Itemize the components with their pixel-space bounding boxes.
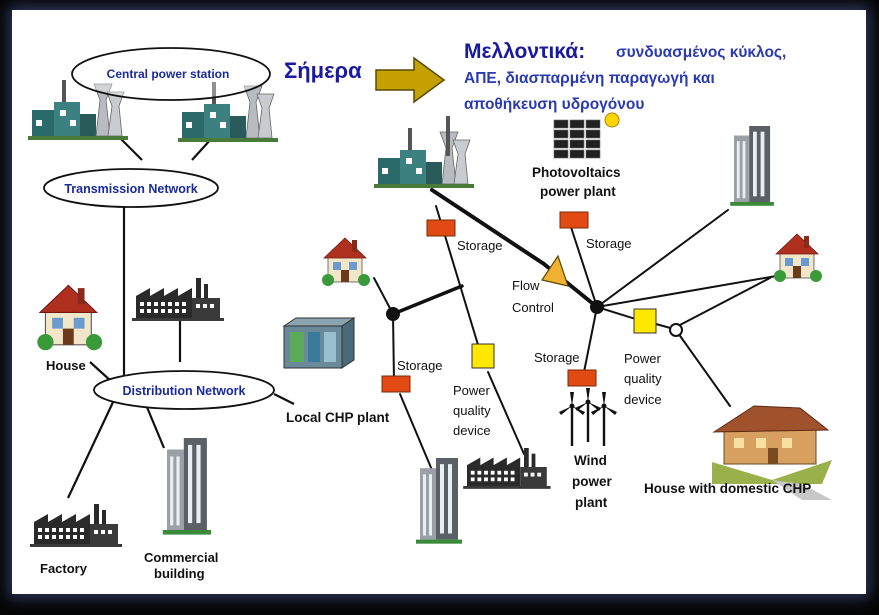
factory-bottom-right (463, 448, 551, 489)
storage-boxes (381, 211, 597, 393)
local-chp-label: Local CHP plant (286, 410, 390, 425)
wind-label-1: Wind (574, 453, 607, 468)
pq-left-1: Power (453, 383, 491, 398)
factory-upper (132, 278, 224, 321)
power-quality-devices (471, 308, 657, 369)
commercial-building: Commercial building (144, 438, 218, 581)
sun-icon (604, 112, 620, 128)
house-domestic-chp (712, 405, 832, 500)
central-power-station: Central power station (27, 47, 279, 143)
right-arrow-icon (375, 56, 446, 104)
pq-box-left (471, 343, 495, 369)
storage-label-chp: Storage (397, 358, 443, 373)
house-left: House (36, 284, 103, 373)
house-right (773, 233, 823, 283)
storage-box-wind (567, 369, 597, 387)
pq-right-2: quality (624, 371, 662, 386)
pq-left-2: quality (453, 403, 491, 418)
factory-label: Factory (40, 561, 88, 576)
distribution-network: Distribution Network (93, 370, 275, 410)
photovoltaics-panels (553, 112, 620, 159)
pv-label-1: Photovoltaics (532, 165, 621, 180)
wind-label-3: plant (575, 495, 608, 510)
wind-label-2: power (572, 474, 613, 489)
pv-label-2: power plant (540, 184, 616, 199)
storage-box-pv (559, 211, 589, 229)
future-line-2: ΑΠΕ, διασπαρμένη παραγωγή και (464, 70, 715, 87)
house-chp-label: House with domestic CHP (644, 481, 811, 496)
central-station-label: Central power station (107, 67, 230, 81)
local-chp-plant (282, 317, 356, 369)
storage-label-wind: Storage (534, 350, 580, 365)
factory-bottom: Factory (30, 504, 122, 576)
power-network-diagram: Central power station Transmission Netwo… (27, 40, 832, 581)
today-label: Σήμερα (284, 58, 362, 83)
house-mid-left (321, 237, 371, 287)
pq-left-3: device (453, 423, 491, 438)
tower-top-right (730, 126, 774, 206)
storage-label-top: Storage (457, 238, 503, 253)
diagram-frame: Central power station Transmission Netwo… (12, 10, 866, 594)
distribution-label: Distribution Network (123, 384, 246, 398)
commercial-label-line1: Commercial (144, 550, 218, 565)
flow-control-icon (541, 254, 569, 287)
flow-label-1: Flow (512, 278, 540, 293)
wind-turbines (559, 388, 617, 446)
pq-box-right (633, 308, 657, 334)
future-line-1: συνδυασμένος κύκλος, (616, 44, 786, 61)
future-line-3: αποθήκευση υδρογόνου (464, 96, 644, 113)
junction-nodes (386, 300, 683, 337)
tower-bottom-middle (416, 458, 462, 544)
storage-box-top (426, 219, 456, 237)
storage-label-pv: Storage (586, 236, 632, 251)
future-heading: Μελλοντικά: (464, 40, 585, 63)
storage-box-chp (381, 375, 411, 393)
transmission-network: Transmission Network (43, 168, 219, 208)
house-label: House (46, 358, 86, 373)
commercial-label-line2: building (154, 566, 205, 581)
pq-right-3: device (624, 392, 662, 407)
pq-right-1: Power (624, 351, 662, 366)
future-power-plant (373, 116, 475, 189)
transmission-label: Transmission Network (64, 182, 197, 196)
flow-label-2: Control (512, 300, 554, 315)
